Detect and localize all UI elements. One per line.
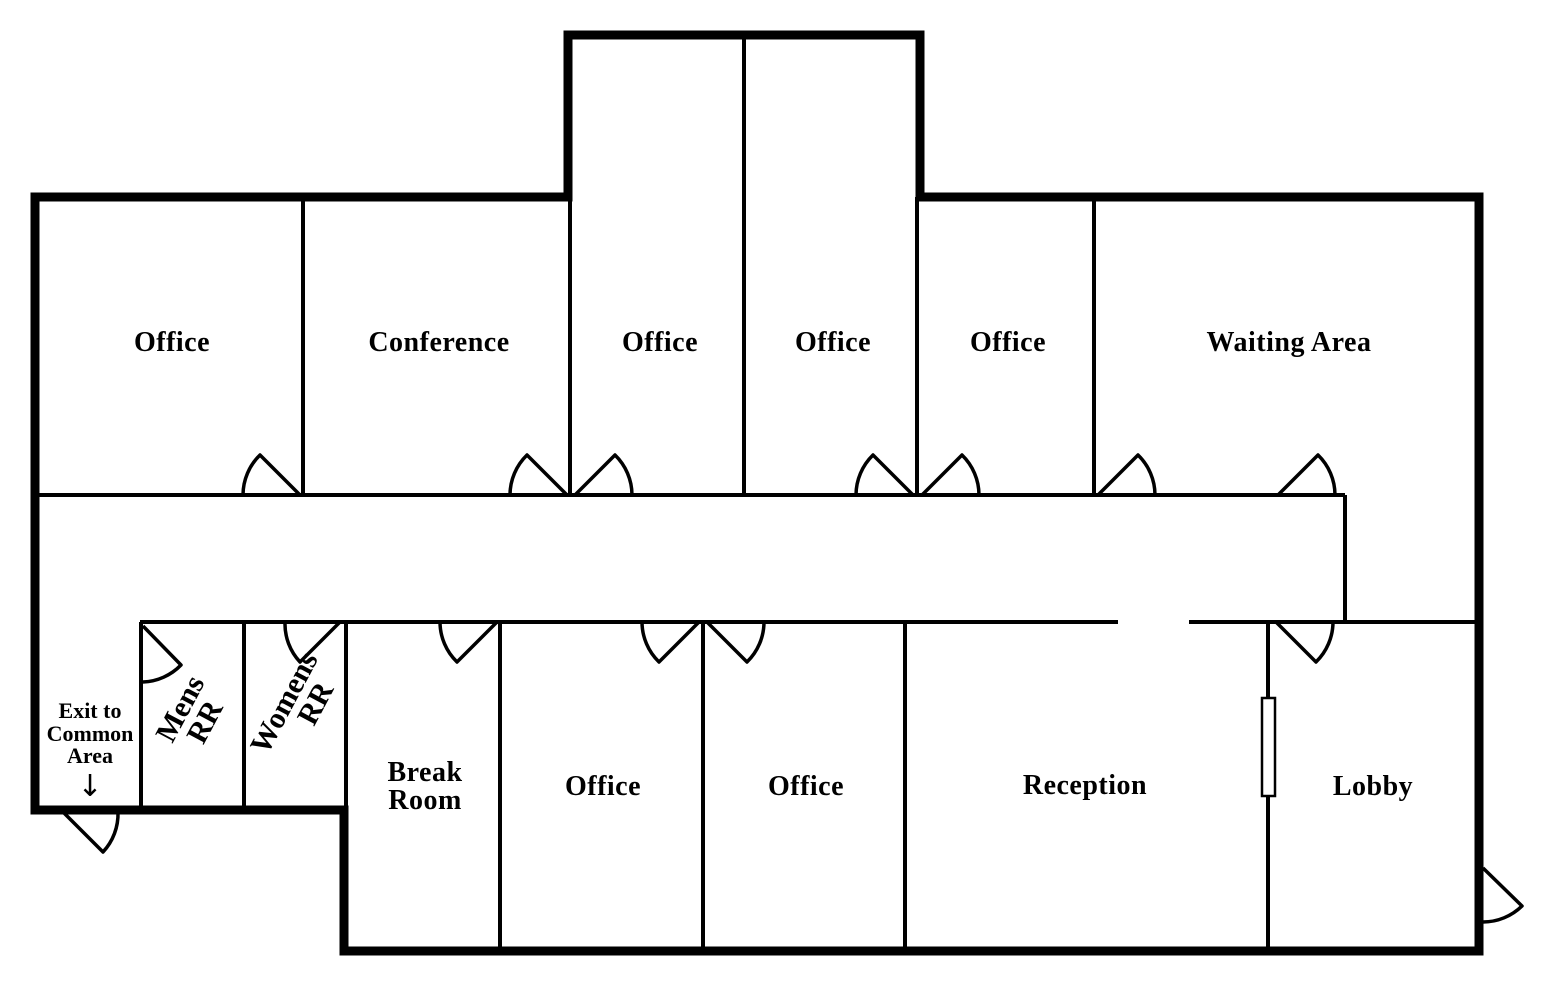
door-break-room xyxy=(438,620,499,664)
label-womens-rr: Womens RR xyxy=(244,646,341,759)
door-exit xyxy=(61,810,120,854)
door-office-6 xyxy=(705,620,766,664)
label-office-2: Office xyxy=(622,327,698,358)
door-office-5 xyxy=(640,620,701,664)
door-mens-rr xyxy=(141,624,183,684)
label-exit-line3: Area xyxy=(67,743,113,768)
label-exit-line1: Exit to xyxy=(59,698,122,723)
label-conference: Conference xyxy=(368,327,509,358)
label-mens-rr: Mens RR xyxy=(149,670,230,749)
label-reception: Reception xyxy=(1023,770,1147,801)
label-waiting-area: Waiting Area xyxy=(1207,327,1372,358)
door-office-3 xyxy=(854,453,915,497)
label-office-5: Office xyxy=(565,771,641,802)
door-womens-rr xyxy=(283,620,342,664)
doors xyxy=(61,453,1524,924)
label-office-3: Office xyxy=(795,327,871,358)
door-office-2 xyxy=(573,453,634,497)
label-lobby: Lobby xyxy=(1333,771,1413,802)
room-labels: Office Conference Office Office Office W… xyxy=(47,327,1413,816)
door-waiting-left xyxy=(1096,453,1157,497)
exterior-walls xyxy=(30,30,1484,956)
door-office-1 xyxy=(241,453,302,497)
reception-window xyxy=(1260,696,1277,798)
door-waiting-right xyxy=(1276,453,1337,497)
exit-arrow-icon: ↓ xyxy=(77,769,102,804)
door-conference xyxy=(508,453,569,497)
label-break-line1: Break xyxy=(387,757,462,788)
label-exit-line2: Common xyxy=(47,721,134,746)
door-lobby xyxy=(1274,620,1335,664)
exterior-wall-outline xyxy=(30,30,1484,956)
label-office-4: Office xyxy=(970,327,1046,358)
label-office-6: Office xyxy=(768,771,844,802)
door-office-4 xyxy=(920,453,981,497)
door-lobby-exterior xyxy=(1481,866,1524,924)
label-break-line2: Room xyxy=(388,785,462,816)
label-office-1: Office xyxy=(134,327,210,358)
